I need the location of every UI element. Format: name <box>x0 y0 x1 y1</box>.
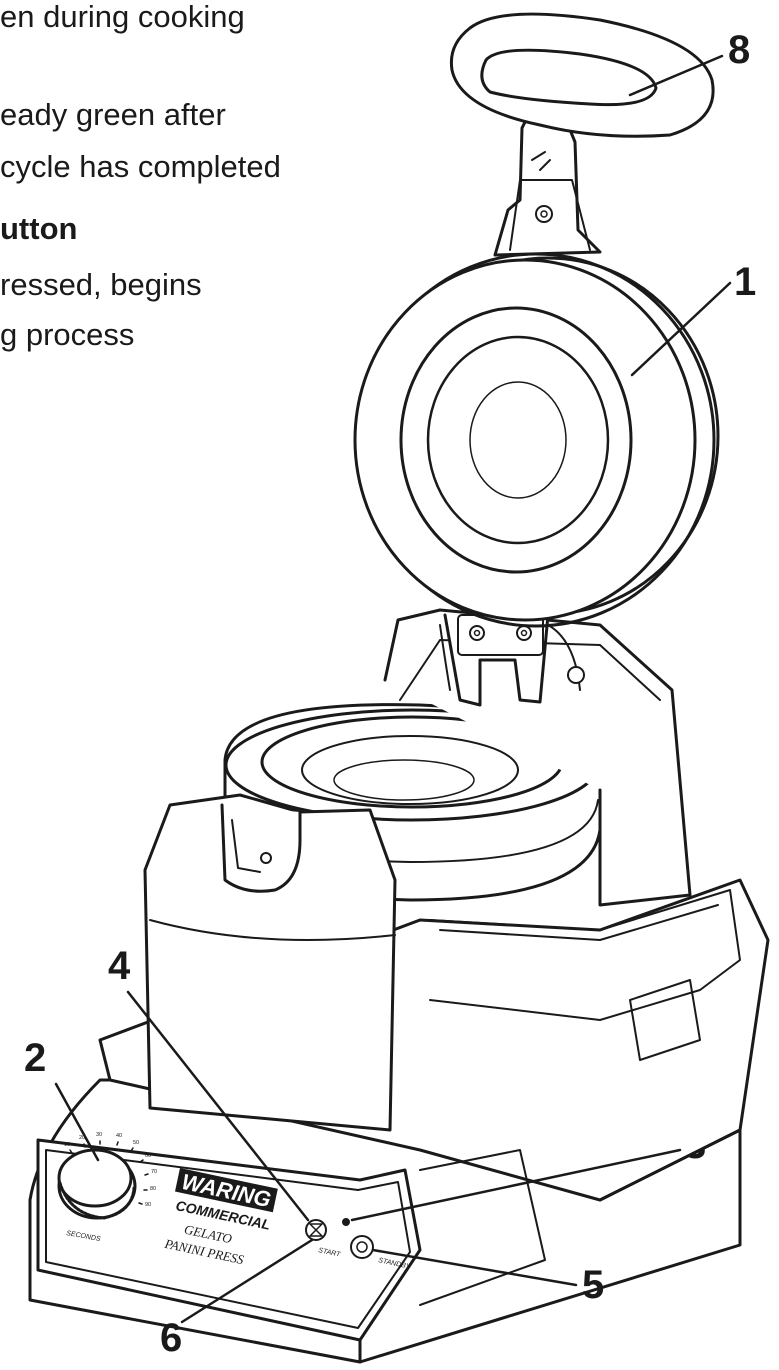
start-button[interactable] <box>305 1219 327 1241</box>
text-line-5: ressed, begins <box>0 267 202 302</box>
leader-lines <box>54 54 732 1324</box>
callout-2: 2 <box>24 1036 47 1080</box>
standby-indicator-light <box>342 1218 350 1226</box>
dial-ticks <box>69 1140 149 1205</box>
start-label: START <box>318 1247 342 1259</box>
callout-4: 4 <box>108 944 131 988</box>
callout-8: 8 <box>728 28 751 72</box>
upper-lid <box>353 252 720 628</box>
left-post <box>143 793 397 1132</box>
svg-text:90: 90 <box>145 1202 151 1208</box>
callout-5: 5 <box>582 1263 605 1307</box>
svg-text:20: 20 <box>79 1135 85 1141</box>
leader-1 <box>630 281 732 377</box>
leader-4 <box>126 990 310 1222</box>
svg-text:60: 60 <box>145 1153 151 1159</box>
timer-dial-knob[interactable] <box>57 1148 137 1220</box>
text-line-2: eady green after <box>0 97 226 132</box>
callout-1: 1 <box>734 260 757 304</box>
leader-3 <box>350 1148 682 1222</box>
text-line-1: en during cooking <box>0 0 245 34</box>
svg-text:30: 30 <box>96 1132 102 1138</box>
text-heading-button: utton <box>0 211 78 246</box>
standby-button[interactable] <box>350 1235 374 1259</box>
lid-handle <box>449 12 715 257</box>
svg-text:50: 50 <box>133 1140 139 1146</box>
svg-text:10: 10 <box>64 1142 70 1148</box>
leader-5 <box>371 1248 578 1287</box>
svg-text:70: 70 <box>151 1169 157 1175</box>
leader-6 <box>180 1238 314 1324</box>
leader-8 <box>628 54 724 97</box>
dial-tick-labels: 10 20 30 40 50 60 70 80 90 <box>64 1132 157 1208</box>
svg-text:40: 40 <box>116 1133 122 1139</box>
leader-2 <box>54 1082 100 1162</box>
text-line-6: g process <box>0 317 135 352</box>
text-line-3: cycle has completed <box>0 149 281 184</box>
svg-text:80: 80 <box>150 1186 156 1192</box>
